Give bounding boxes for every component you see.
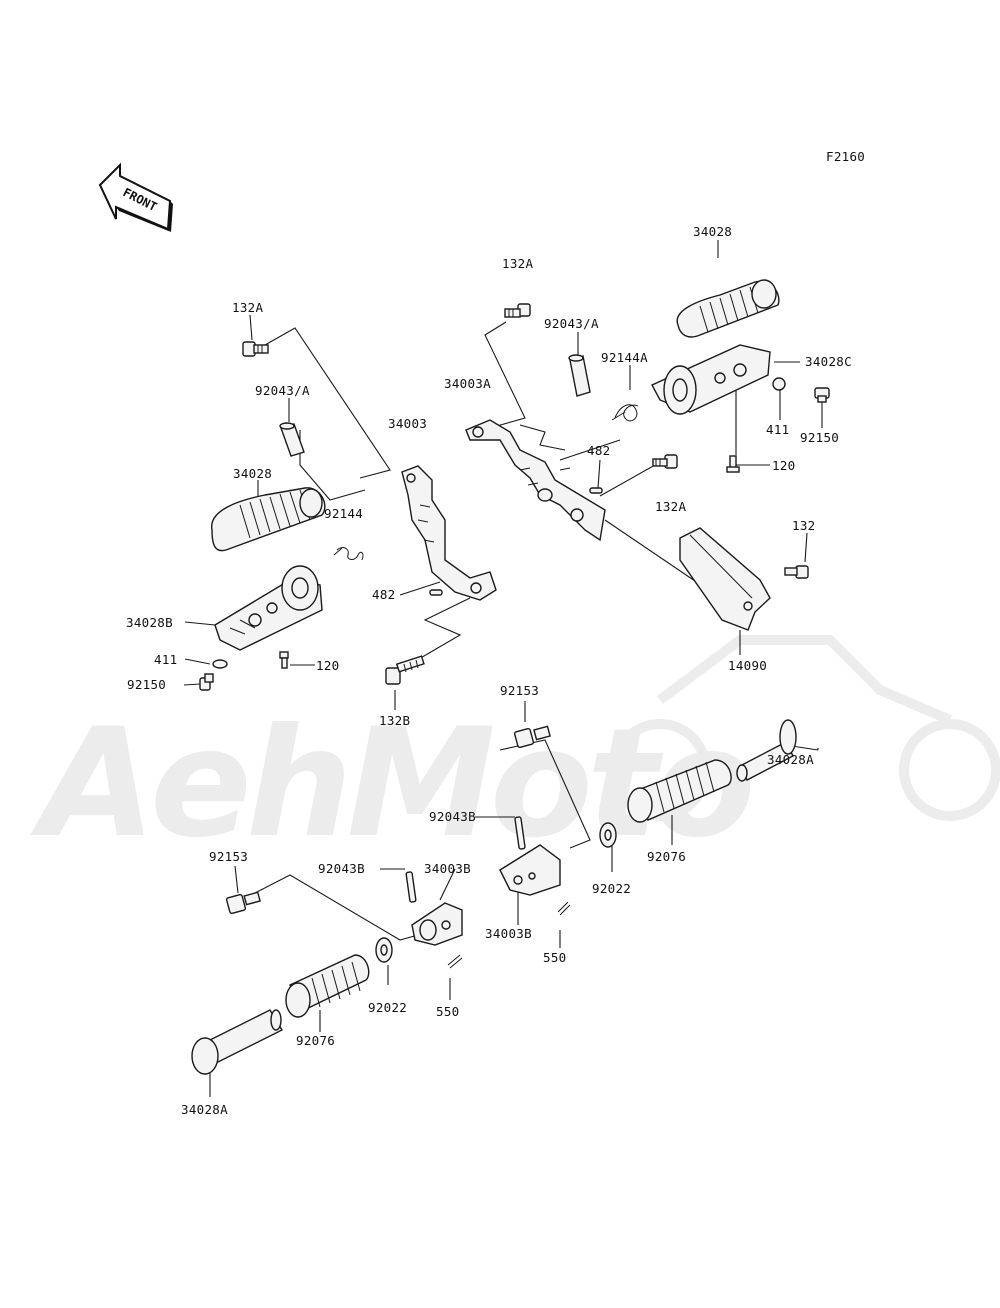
label-34028a-left: 34028A bbox=[181, 1102, 228, 1117]
pin-92043b-left bbox=[405, 871, 417, 903]
bolt-132a-right bbox=[652, 454, 678, 469]
screw-92150-right bbox=[814, 387, 830, 403]
bolt-132a-top bbox=[504, 303, 531, 318]
label-34003b-right: 34003B bbox=[485, 926, 532, 941]
spring-92144 bbox=[333, 547, 364, 561]
label-34003b-left: 34003B bbox=[424, 861, 471, 876]
rubber-92076-left bbox=[285, 954, 370, 1018]
footpeg-holder-34028c bbox=[651, 344, 771, 415]
label-482-left: 482 bbox=[372, 587, 395, 602]
label-34003: 34003 bbox=[388, 416, 427, 431]
spring-92144a bbox=[611, 404, 639, 422]
footpeg-34028a-right bbox=[736, 719, 797, 782]
washer-411-right bbox=[772, 377, 786, 391]
label-92043b-left: 92043B bbox=[318, 861, 365, 876]
figure-code: F2160 bbox=[826, 149, 865, 164]
label-92043a-left: 92043/A bbox=[255, 383, 310, 398]
bracket-34003 bbox=[401, 465, 497, 601]
label-92043b-right: 92043B bbox=[429, 809, 476, 824]
cotter-550-left bbox=[447, 954, 463, 969]
washer-411-left bbox=[212, 659, 228, 669]
pin-92043b-right bbox=[514, 816, 526, 850]
label-92144a: 92144A bbox=[601, 350, 648, 365]
label-92043a-right: 92043/A bbox=[544, 316, 599, 331]
collar-92043a-right bbox=[568, 354, 591, 397]
bolt-120-right bbox=[726, 455, 740, 473]
bracket-34003a bbox=[465, 419, 606, 542]
label-34028-right: 34028 bbox=[693, 224, 732, 239]
label-92153-top: 92153 bbox=[500, 683, 539, 698]
label-34003a: 34003A bbox=[444, 376, 491, 391]
label-132b: 132B bbox=[379, 713, 410, 728]
label-92022-left: 92022 bbox=[368, 1000, 407, 1015]
label-120-right: 120 bbox=[772, 458, 795, 473]
footpeg-rubber-34028-left bbox=[211, 487, 326, 552]
footpeg-holder-34028b bbox=[214, 565, 323, 651]
screw-92150-left bbox=[199, 673, 214, 691]
part-labels: 132A 132A 92043/A 34003 34028 92144 482 … bbox=[126, 224, 852, 1117]
pin-482-right bbox=[589, 487, 603, 494]
label-132a-top: 132A bbox=[502, 256, 533, 271]
label-92150-left: 92150 bbox=[127, 677, 166, 692]
bolt-132 bbox=[784, 565, 809, 579]
label-14090: 14090 bbox=[728, 658, 767, 673]
label-92022-right: 92022 bbox=[592, 881, 631, 896]
footpeg-rubber-34028-right bbox=[676, 279, 780, 338]
washer-92022-right bbox=[599, 822, 617, 848]
bolt-92153-left bbox=[225, 891, 261, 915]
label-92144: 92144 bbox=[324, 506, 363, 521]
cotter-550-right bbox=[557, 901, 571, 916]
label-92076-left: 92076 bbox=[296, 1033, 335, 1048]
watermark-bike-frame bbox=[657, 635, 952, 725]
watermark-wheel-icon bbox=[899, 719, 1000, 821]
label-34028c: 34028C bbox=[805, 354, 852, 369]
washer-92022-left bbox=[375, 937, 393, 963]
footpeg-34028a-left bbox=[191, 1009, 283, 1075]
bolt-132a-left bbox=[242, 341, 269, 357]
bolt-132b bbox=[385, 655, 425, 685]
label-92150-right: 92150 bbox=[800, 430, 839, 445]
front-arrow-icon: FRONT bbox=[98, 162, 173, 232]
clevis-34003b-right bbox=[499, 844, 561, 896]
label-92076-right: 92076 bbox=[647, 849, 686, 864]
label-411-right: 411 bbox=[766, 422, 789, 437]
clevis-34003b-left bbox=[411, 902, 463, 946]
rubber-92076-right bbox=[627, 759, 732, 823]
pin-482-left bbox=[429, 589, 443, 596]
bolt-92153-top bbox=[513, 725, 551, 749]
label-34028a-right: 34028A bbox=[767, 752, 814, 767]
heel-guard-14090 bbox=[679, 527, 771, 631]
label-411-left: 411 bbox=[154, 652, 177, 667]
label-482-right: 482 bbox=[587, 443, 610, 458]
label-550-left: 550 bbox=[436, 1004, 459, 1019]
label-92153-left: 92153 bbox=[209, 849, 248, 864]
watermark: AehMoto bbox=[30, 635, 1000, 871]
label-132a-left: 132A bbox=[232, 300, 263, 315]
label-34028b: 34028B bbox=[126, 615, 173, 630]
label-132: 132 bbox=[792, 518, 815, 533]
label-550-right: 550 bbox=[543, 950, 566, 965]
label-34028-left: 34028 bbox=[233, 466, 272, 481]
bolt-120-left bbox=[279, 651, 289, 669]
label-132a-right: 132A bbox=[655, 499, 686, 514]
label-120-left: 120 bbox=[316, 658, 339, 673]
collar-92043a-left bbox=[279, 422, 305, 457]
